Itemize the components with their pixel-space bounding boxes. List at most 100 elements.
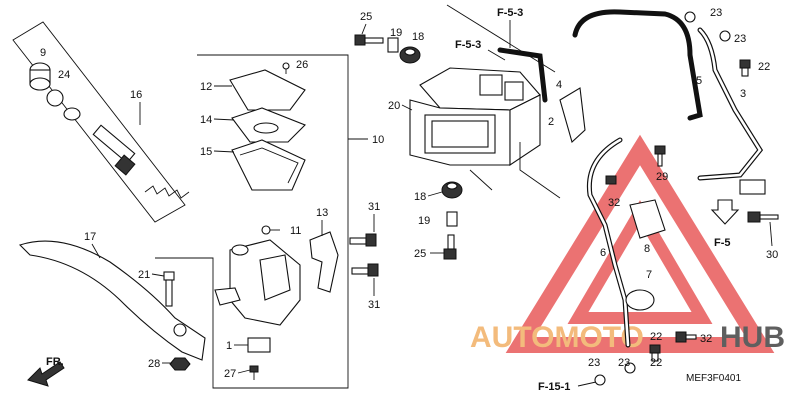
watermark-text-b: HUB	[720, 321, 785, 354]
part-boot	[29, 62, 51, 91]
callout-25a: 25	[360, 11, 372, 23]
callout-23c: 23	[710, 7, 722, 19]
part-bolt-30	[747, 211, 779, 223]
part-joint-f5	[739, 179, 766, 195]
callout-22c: 22	[758, 61, 770, 73]
callout-23a: 23	[588, 357, 600, 369]
part-holder	[309, 231, 339, 293]
part-bracket-2	[559, 87, 586, 144]
part-nut	[169, 357, 191, 371]
part-bolt-22b	[649, 344, 661, 362]
part-washer-23c	[594, 374, 606, 386]
part-bolt-29	[654, 145, 666, 167]
part-washer-23d	[624, 362, 636, 374]
callout-32a: 32	[608, 197, 620, 209]
callout-1: 1	[226, 340, 232, 352]
callout-26: 26	[296, 59, 308, 71]
part-diaphragm-rim	[239, 147, 299, 184]
callout-22a: 22	[650, 331, 662, 343]
callout-19a: 19	[390, 27, 402, 39]
callout-30: 30	[766, 249, 778, 261]
part-washer	[63, 107, 81, 121]
watermark-logo: AUTOMOTO HUB	[470, 134, 785, 354]
part-piston	[92, 124, 136, 176]
part-abs-modulator	[409, 67, 541, 167]
label-front: FR.	[46, 356, 64, 368]
callout-31a: 31	[368, 201, 380, 213]
callout-15: 15	[200, 146, 212, 158]
callout-24: 24	[58, 69, 70, 81]
brake-hose-6-inner	[588, 138, 630, 347]
part-master-cylinder-body	[214, 239, 301, 326]
callout-22b: 22	[650, 357, 662, 369]
callout-10: 10	[372, 134, 384, 146]
part-bolt-25a	[354, 34, 384, 46]
watermark-text-a: AUTOMOTO	[470, 321, 644, 354]
ref-f53-top: F-5-3	[497, 7, 523, 19]
leader-abs-side	[519, 142, 561, 199]
brake-line-5	[572, 9, 703, 121]
callout-17: 17	[84, 231, 96, 243]
brake-line-3-inner	[698, 28, 762, 180]
brake-line-3	[697, 27, 764, 181]
callout-8: 8	[644, 243, 650, 255]
callout-23b: 23	[618, 357, 630, 369]
part-spring	[144, 185, 190, 199]
callout-12: 12	[200, 81, 212, 93]
part-clamp-8	[629, 199, 666, 239]
part-screw-26	[282, 62, 290, 74]
part-circlip	[46, 89, 64, 107]
callout-4: 4	[556, 79, 562, 91]
part-screw-11	[261, 225, 280, 235]
ref-f5: F-5	[714, 237, 731, 249]
part-bolt-32b	[675, 331, 697, 343]
part-bolt-31a	[349, 233, 377, 247]
callout-6: 6	[600, 247, 606, 259]
callout-9: 9	[40, 47, 46, 59]
diagram-code: MEF3F0401	[686, 373, 741, 384]
callout-31b: 31	[368, 299, 380, 311]
group-box-piston	[12, 21, 186, 223]
callout-21: 21	[138, 269, 150, 281]
part-washer-23a	[684, 11, 696, 23]
callout-18a: 18	[412, 31, 424, 43]
callout-13: 13	[316, 207, 328, 219]
part-grommet-18b	[441, 181, 463, 199]
group-box-master-cylinder	[155, 54, 349, 389]
part-brake-lever	[18, 240, 206, 361]
callout-27: 27	[224, 368, 236, 380]
callout-25b: 25	[414, 248, 426, 260]
callout-14: 14	[200, 114, 212, 126]
part-reservoir-cap	[229, 69, 306, 111]
arrow-f5	[710, 199, 740, 225]
part-clamp-7	[625, 289, 655, 311]
part-pivot-bolt	[163, 271, 175, 307]
leader-f53-mid	[487, 49, 506, 61]
callout-7: 7	[646, 269, 652, 281]
leader-abs-bottom	[469, 169, 493, 191]
callout-16: 16	[130, 89, 142, 101]
part-bolt-32a	[605, 175, 617, 185]
part-plate-hole	[253, 122, 279, 134]
part-collar-19b	[446, 211, 458, 227]
part-bolt-25b	[443, 234, 457, 260]
ref-f53-mid: F-5-3	[455, 39, 481, 51]
part-switch	[247, 337, 271, 353]
part-bolt-22a	[739, 59, 751, 77]
callout-20: 20	[388, 100, 400, 112]
part-diaphragm	[231, 139, 306, 191]
front-direction-arrow	[27, 361, 65, 387]
part-screw-27	[249, 365, 259, 380]
callout-23d: 23	[734, 33, 746, 45]
callout-18b: 18	[414, 191, 426, 203]
part-bolt-31b	[351, 263, 379, 277]
part-washer-23b	[719, 30, 731, 42]
callout-19b: 19	[418, 215, 430, 227]
brake-line-4	[497, 47, 548, 103]
leader-abs-top	[446, 4, 556, 73]
callout-5: 5	[696, 75, 702, 87]
callout-11: 11	[290, 225, 301, 237]
callout-29: 29	[656, 171, 668, 183]
callout-3: 3	[740, 88, 746, 100]
